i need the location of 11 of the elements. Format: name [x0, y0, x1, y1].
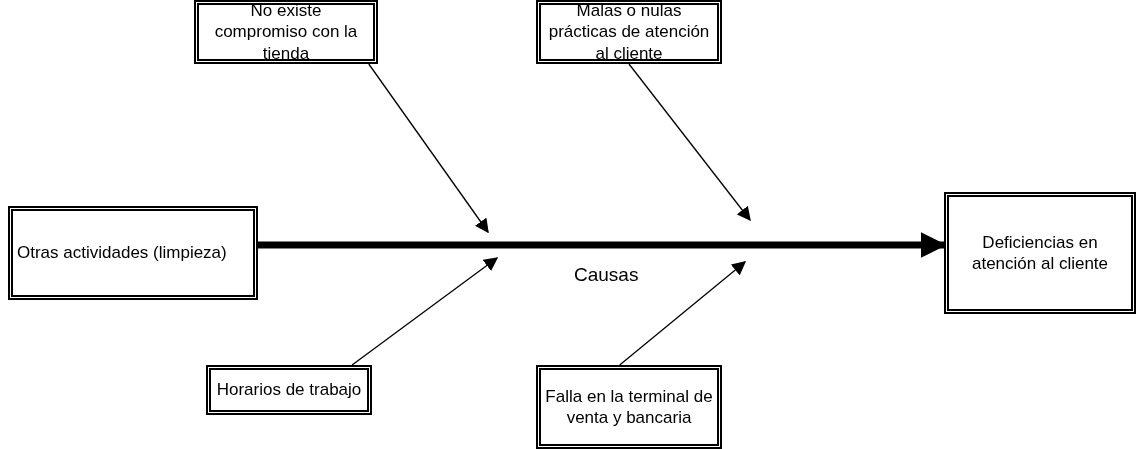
arrow: [628, 63, 751, 222]
spine-label: Causas: [574, 264, 639, 286]
cause-box: Malas o nulas prácticas de atención al cliente: [536, 0, 722, 64]
arrow: [619, 261, 747, 366]
cause-box: Falla en la terminal de venta y bancaria: [536, 365, 722, 449]
arrow: [351, 257, 499, 366]
arrow: [368, 63, 489, 234]
cause-box: No existe compromiso con la tienda: [194, 0, 378, 64]
effect-box: Deficiencias en atención al cliente: [944, 192, 1136, 314]
cause-box: Otras actividades (limpieza): [8, 206, 258, 300]
cause-box: Horarios de trabajo: [206, 365, 372, 415]
